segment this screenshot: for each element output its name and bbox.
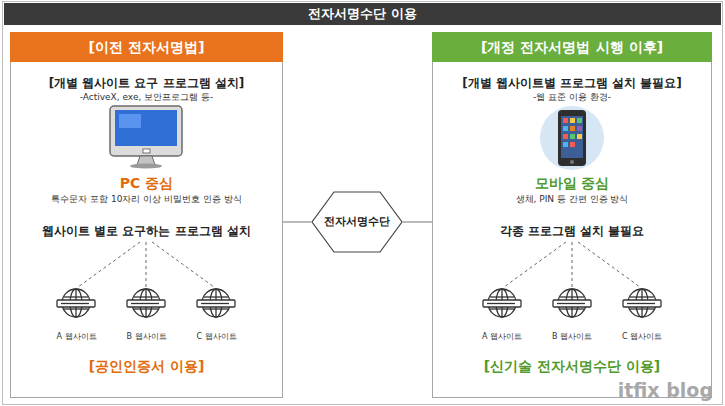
globe-stroke [197,300,235,307]
globe-stroke [628,289,656,317]
globe-stroke [623,300,661,307]
globe-stroke [134,296,158,297]
connector [403,221,432,222]
panel-text: 특수문자 포함 10자리 이상 비밀번호 인증 방식 [51,194,242,205]
panel-text: PC 중심 [120,175,173,192]
panel-text: 생체, PIN 등 간편 인증 방식 [516,194,629,205]
connector [283,221,311,222]
globe-stroke [490,308,514,309]
panel-text: -ActiveX, exe, 보안프로그램 등- [80,92,214,103]
globe-stroke [204,308,228,309]
watermark: itfix blog [618,379,713,401]
hexagon-text: 전자서명수단 [324,215,390,228]
globe-icons [57,289,661,317]
globe-stroke [202,289,230,317]
law-panel: [개정 전자서명법 시행 이후] [개별 웹사이트별 프로그램 설치 불필요] -웹… [432,32,712,398]
globe-stroke [204,296,228,297]
globe-stroke [560,308,584,309]
globe-stroke [201,303,229,304]
globe-stroke [61,303,89,304]
hexagon-node: 전자서명수단 [311,191,403,253]
panel-text: 각종 프로그램 설치 불필요 [500,224,645,238]
panel-text: [공인인증서 이용] [89,358,205,375]
globe-stroke [630,296,654,297]
globe-stroke [127,300,165,307]
globe-stroke [62,289,90,317]
panel-text: [신기술 전자서명수단 이용] [484,358,661,375]
globe-stroke [490,296,514,297]
globe-stroke [64,308,88,309]
globe-stroke [558,289,586,317]
phone-icon [540,106,604,170]
panel-text: C 웹사이트 [622,332,662,342]
globe-stroke [487,303,515,304]
panel-text: A 웹사이트 [56,332,96,342]
panel-header: [이전 전자서명법] [10,32,283,62]
globe-stroke [627,303,655,304]
globe-stroke [132,289,160,317]
globe-stroke [557,303,585,304]
panel-text: C 웹사이트 [196,332,236,342]
globe-stroke [560,296,584,297]
panel-text: 웹사이트 별로 요구하는 프로그램 설치 [42,224,251,238]
globe-stroke [134,308,158,309]
panel-text: A 웹사이트 [482,332,522,342]
panel-header: [개정 전자서명법 시행 이후] [432,32,712,62]
panel-text: [개별 웹사이트별 프로그램 설치 불필요] [462,76,682,90]
globe-stroke [488,289,516,317]
title-bar: 전자서명수단 이용 [4,3,721,25]
globe-stroke [64,296,88,297]
pc-icon [110,106,182,169]
panel-text: 모바일 중심 [535,175,610,192]
globe-stroke [57,300,95,307]
globe-stroke [630,308,654,309]
globe-stroke [553,300,591,307]
globe-stroke [131,303,159,304]
panel-text: [개별 웹사이트 요구 프로그램 설치] [49,76,245,90]
panel-text: B 웹사이트 [552,332,592,342]
law-panel: [이전 전자서명법] [개별 웹사이트 요구 프로그램 설치] -ActiveX, … [10,32,283,398]
panel-text: B 웹사이트 [126,332,166,342]
hexagon-outline [312,192,402,252]
globe-stroke [483,300,521,307]
outer-frame [3,2,723,405]
panel-text: -웹 표준 이용 환경- [533,92,611,103]
